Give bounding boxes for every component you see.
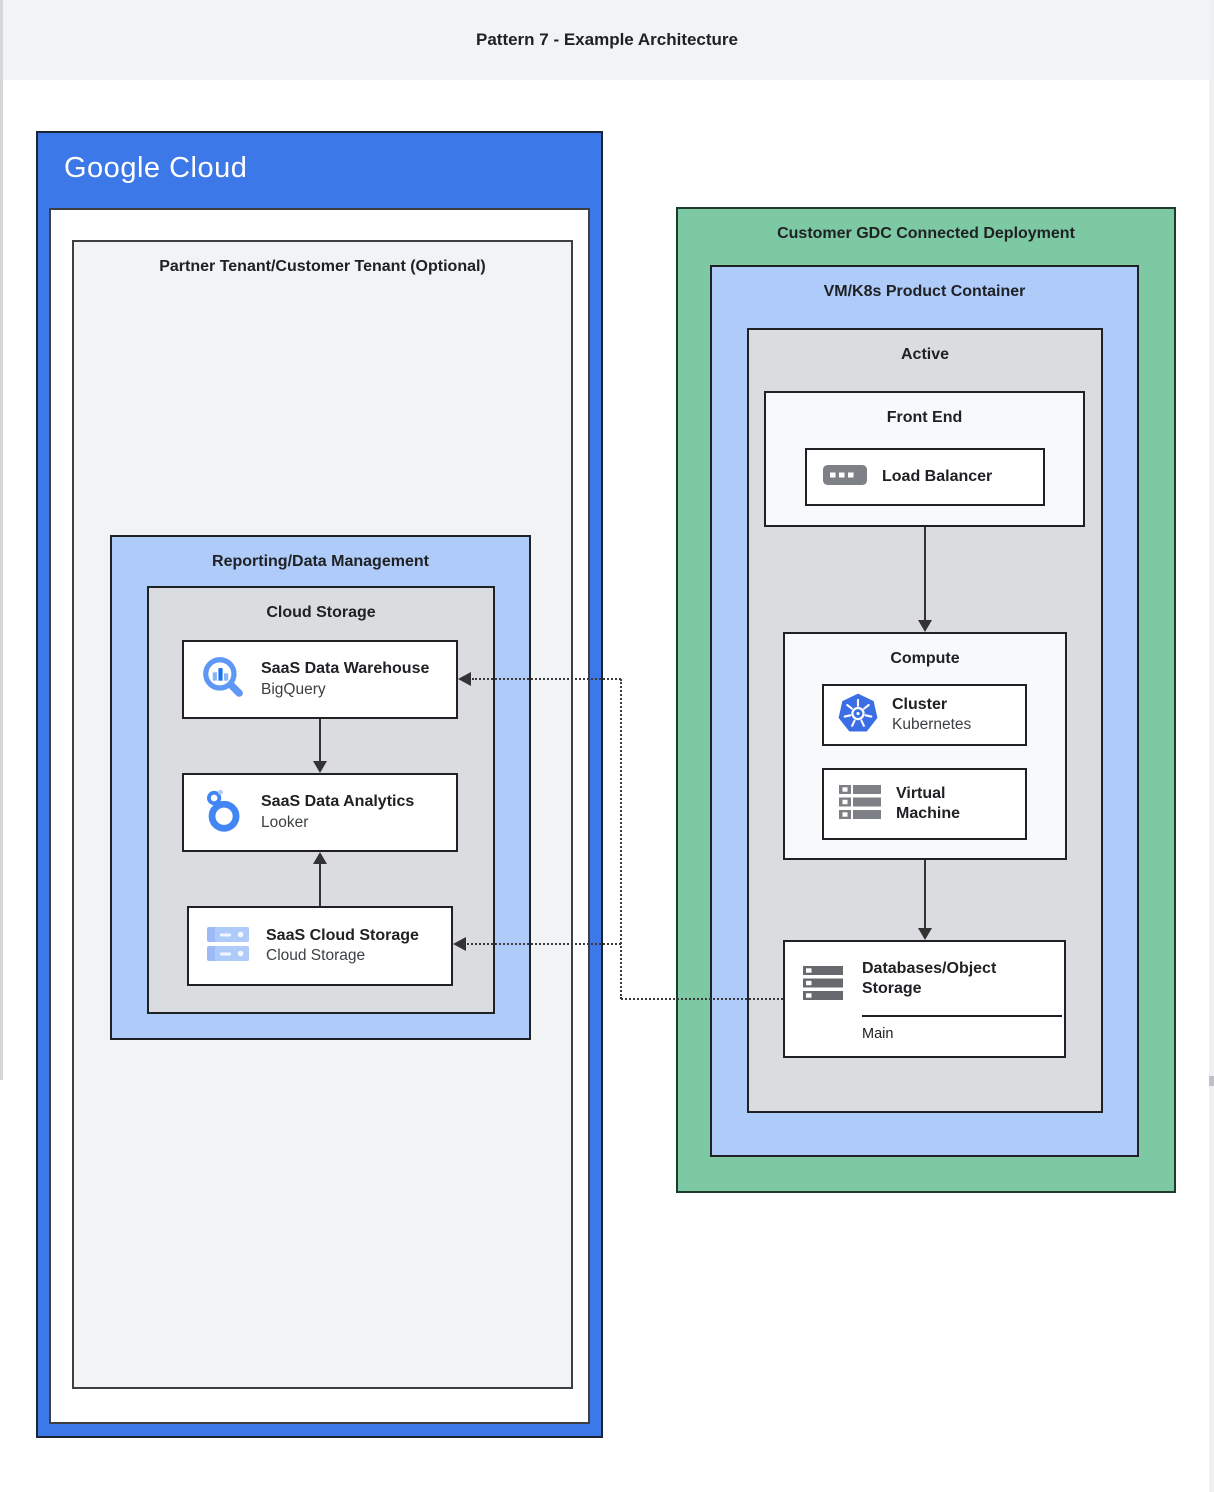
cluster-card: Cluster Kubernetes [822,684,1027,746]
card-subtitle: Kubernetes [892,716,972,734]
arrow-compute-to-databases [924,860,926,929]
cloud-storage-group-title: Cloud Storage [266,604,376,621]
card-title: Virtual Machine [896,784,961,822]
looker-icon [200,787,246,838]
divider [862,1015,1062,1017]
card-title: Cluster [892,695,948,713]
gdc-title: Customer GDC Connected Deployment [777,225,1075,242]
arrow-warehouse-to-analytics [319,719,321,762]
arrowhead-left-icon [458,672,471,686]
saas-cloud-storage-card: SaaS Cloud Storage Cloud Storage [187,906,453,986]
diagram-header: Pattern 7 - Example Architecture [0,0,1214,80]
reporting-title: Reporting/Data Management [212,553,429,570]
compute-title: Compute [890,650,960,667]
card-subtitle: BigQuery [261,680,326,698]
cloud-storage-icon [205,923,251,970]
kubernetes-icon [837,693,879,738]
arrowhead-down-icon [918,620,932,632]
bigquery-icon [200,654,246,705]
dotted-link-to-warehouse [472,678,621,680]
card-title: SaaS Data Warehouse [261,660,430,678]
front-end-title: Front End [886,409,963,426]
card-title: SaaS Data Analytics [261,793,415,811]
page-edge-right [1209,0,1214,1492]
page-edge-tick [1209,1076,1214,1086]
arrowhead-left-icon [453,937,466,951]
card-title: Databases/Object Storage [862,960,997,998]
arrowhead-down-icon [918,928,932,940]
dotted-link-to-databases [621,998,783,1000]
databases-object-storage-card: Databases/Object Storage Main [783,940,1066,1058]
card-subtitle: Cloud Storage [266,947,366,965]
virtual-machine-icon [837,783,883,826]
google-cloud-logo: Google Cloud [64,152,248,184]
page-edge-left [0,0,3,1080]
card-title: Load Balancer [882,467,993,485]
arrow-storage-to-analytics [319,863,321,906]
active-title: Active [900,346,950,363]
saas-data-warehouse-card: SaaS Data Warehouse BigQuery [182,640,458,719]
saas-data-analytics-card: SaaS Data Analytics Looker [182,773,458,852]
arrowhead-up-icon [313,852,327,864]
card-note: Main [862,1026,894,1042]
arrow-frontend-to-compute [924,527,926,621]
load-balancer-icon [823,464,867,490]
dotted-link-vertical [620,679,622,999]
card-subtitle: Looker [261,813,309,831]
vmk8s-title: VM/K8s Product Container [823,283,1026,300]
virtual-machine-card: Virtual Machine [822,768,1027,840]
databases-icon [801,964,845,1007]
dotted-link-to-storage [467,943,621,945]
arrowhead-down-icon [313,761,327,773]
partner-tenant-title: Partner Tenant/Customer Tenant (Optional… [159,258,486,275]
card-title: SaaS Cloud Storage [266,926,419,944]
load-balancer-card: Load Balancer [805,448,1045,506]
page-title: Pattern 7 - Example Architecture [475,30,738,49]
